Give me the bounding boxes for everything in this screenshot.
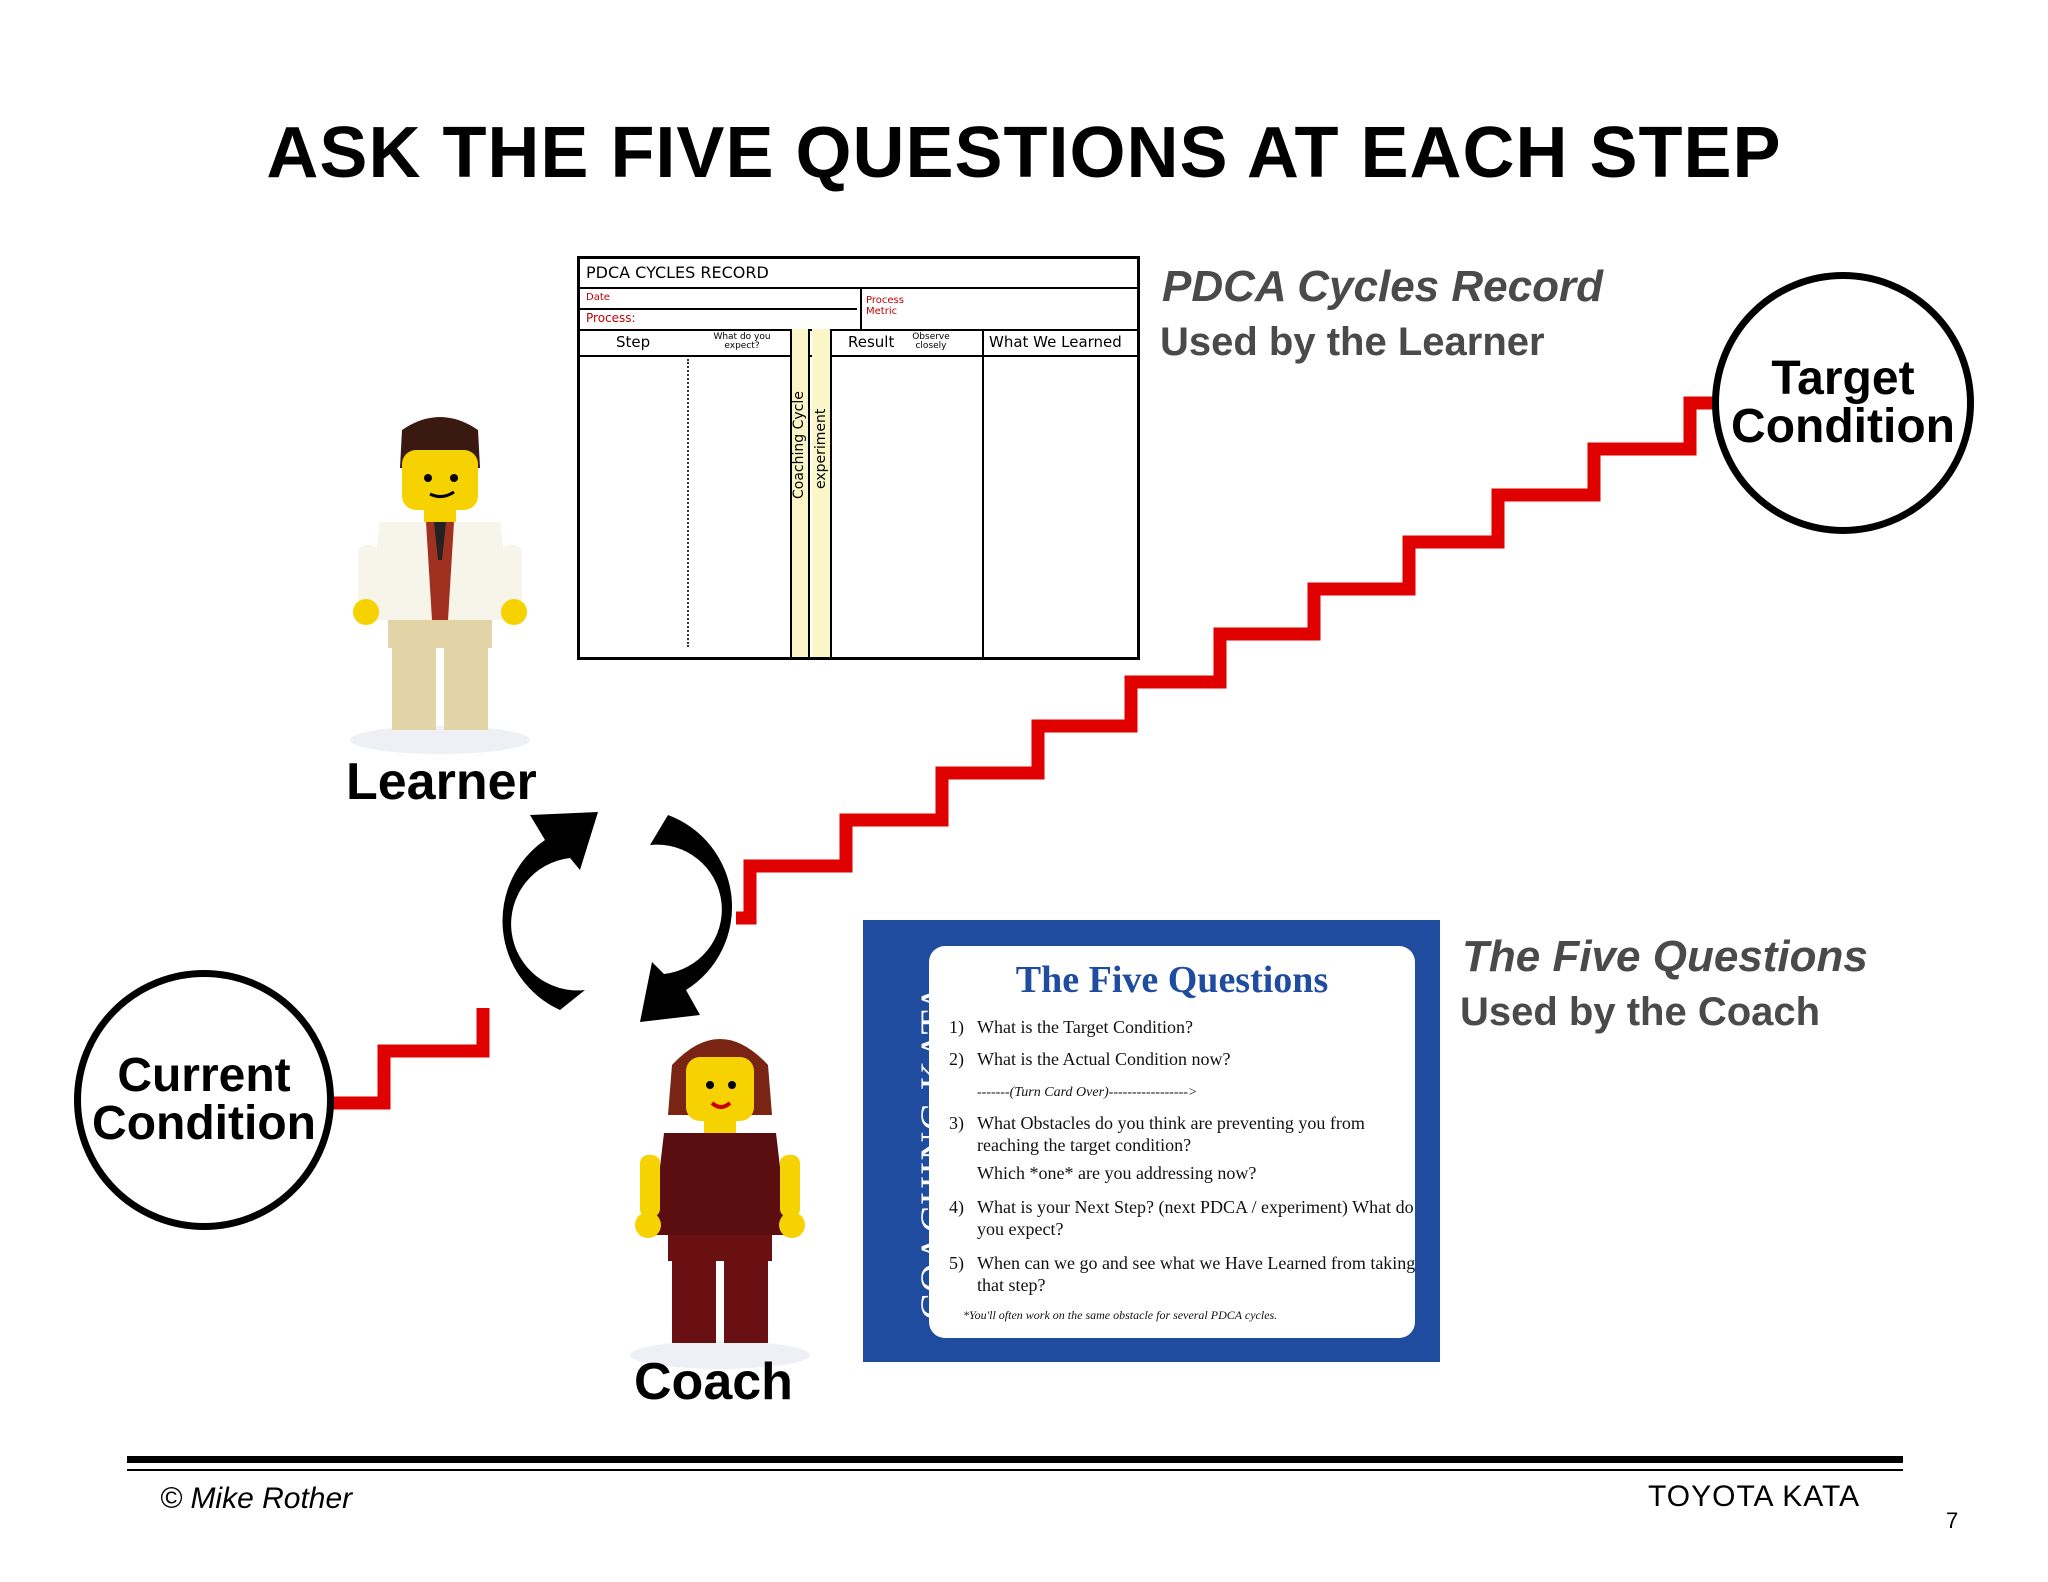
- learner-figure: [350, 417, 530, 754]
- pdca-col-expect: What do you expect?: [713, 332, 771, 351]
- pdca-col-sep: [808, 329, 810, 657]
- footer-copyright: © Mike Rother: [160, 1482, 353, 1515]
- pdca-col-observe: Observe closely: [912, 332, 950, 351]
- question-text: What Obstacles do you think are preventi…: [977, 1113, 1365, 1155]
- card-title: The Five Questions: [1015, 959, 1329, 1001]
- pdca-highlight-1: [790, 329, 808, 657]
- question-number: 3): [949, 1113, 964, 1133]
- footer-rule-thin: [127, 1469, 1903, 1471]
- pdca-col-step: Step: [616, 333, 651, 351]
- staircase-line: [328, 1008, 490, 1110]
- target-condition-label-2: Condition: [1731, 400, 1955, 453]
- pdca-divider-v: [860, 287, 862, 329]
- pdca-date-label: Date: [586, 292, 610, 303]
- question-number: 4): [949, 1197, 964, 1217]
- question-number: 1): [949, 1017, 964, 1037]
- page-title: ASK THE FIVE QUESTIONS AT EACH STEP: [266, 113, 1782, 193]
- pdca-col-sep: [982, 329, 984, 657]
- question-text: -------(Turn Card Over)-----------------…: [977, 1085, 1198, 1100]
- question-text: What is your Next Step? (next PDCA / exp…: [977, 1197, 1414, 1239]
- pdca-caption-subtitle: Used by the Learner: [1160, 320, 1545, 364]
- pdca-process-metric: Process Metric: [866, 295, 904, 317]
- five-questions-caption-title: The Five Questions: [1462, 932, 1868, 981]
- footer-rule-thick: [127, 1456, 1903, 1463]
- card-footnote: *You'll often work on the same obstacle …: [963, 1308, 1278, 1322]
- footer-book-title: TOYOTA KATA: [1648, 1480, 1861, 1513]
- pdca-highlight-2: [812, 329, 830, 657]
- pdca-col-result: Result: [848, 333, 895, 351]
- pdca-cycles-record-form: PDCA CYCLES RECORD Date Process: Process…: [577, 256, 1140, 660]
- pdca-vertical-coaching-cycle: Coaching Cycle: [791, 391, 807, 499]
- cycle-arrow-right-icon: [640, 815, 733, 1022]
- question-text: What is the Target Condition?: [977, 1017, 1194, 1037]
- five-questions-caption-subtitle: Used by the Coach: [1460, 990, 1821, 1034]
- cycle-arrow-left-icon: [502, 812, 598, 1010]
- question-text: When can we go and see what we Have Lear…: [977, 1253, 1416, 1295]
- coach-label: Coach: [634, 1353, 793, 1411]
- learner-label: Learner: [346, 753, 537, 811]
- five-questions-card: COACHING KATA The Five Questions 1) What…: [863, 920, 1440, 1362]
- current-condition-circle: Current Condition: [74, 970, 334, 1230]
- pdca-col-line: [580, 355, 1137, 357]
- question-text: What is the Actual Condition now?: [977, 1049, 1231, 1069]
- question-number: 2): [949, 1049, 964, 1069]
- pdca-divider: [580, 308, 857, 310]
- pdca-process-label: Process:: [586, 311, 636, 325]
- current-condition-label-1: Current: [117, 1049, 291, 1102]
- pdca-col-sep: [790, 329, 792, 657]
- target-condition-label-1: Target: [1771, 352, 1915, 405]
- coach-figure: [630, 1039, 810, 1369]
- card-inner: The Five Questions 1) What is the Target…: [929, 946, 1415, 1338]
- pdca-caption-title: PDCA Cycles Record: [1162, 262, 1603, 311]
- question-text: Which *one* are you addressing now?: [977, 1163, 1257, 1183]
- page-number: 7: [1946, 1508, 1959, 1533]
- pdca-header-line: [580, 329, 1137, 331]
- pdca-col-learned: What We Learned: [989, 333, 1122, 351]
- pdca-col-sep: [830, 329, 832, 657]
- target-condition-circle: Target Condition: [1712, 272, 1974, 534]
- pdca-dotted-line: [687, 359, 689, 647]
- pdca-form-header: PDCA CYCLES RECORD: [580, 259, 1137, 289]
- pdca-vertical-experiment: experiment: [813, 408, 829, 489]
- staircase-upper: [736, 396, 1715, 925]
- question-number: 5): [949, 1253, 964, 1273]
- current-condition-label-2: Condition: [92, 1097, 316, 1150]
